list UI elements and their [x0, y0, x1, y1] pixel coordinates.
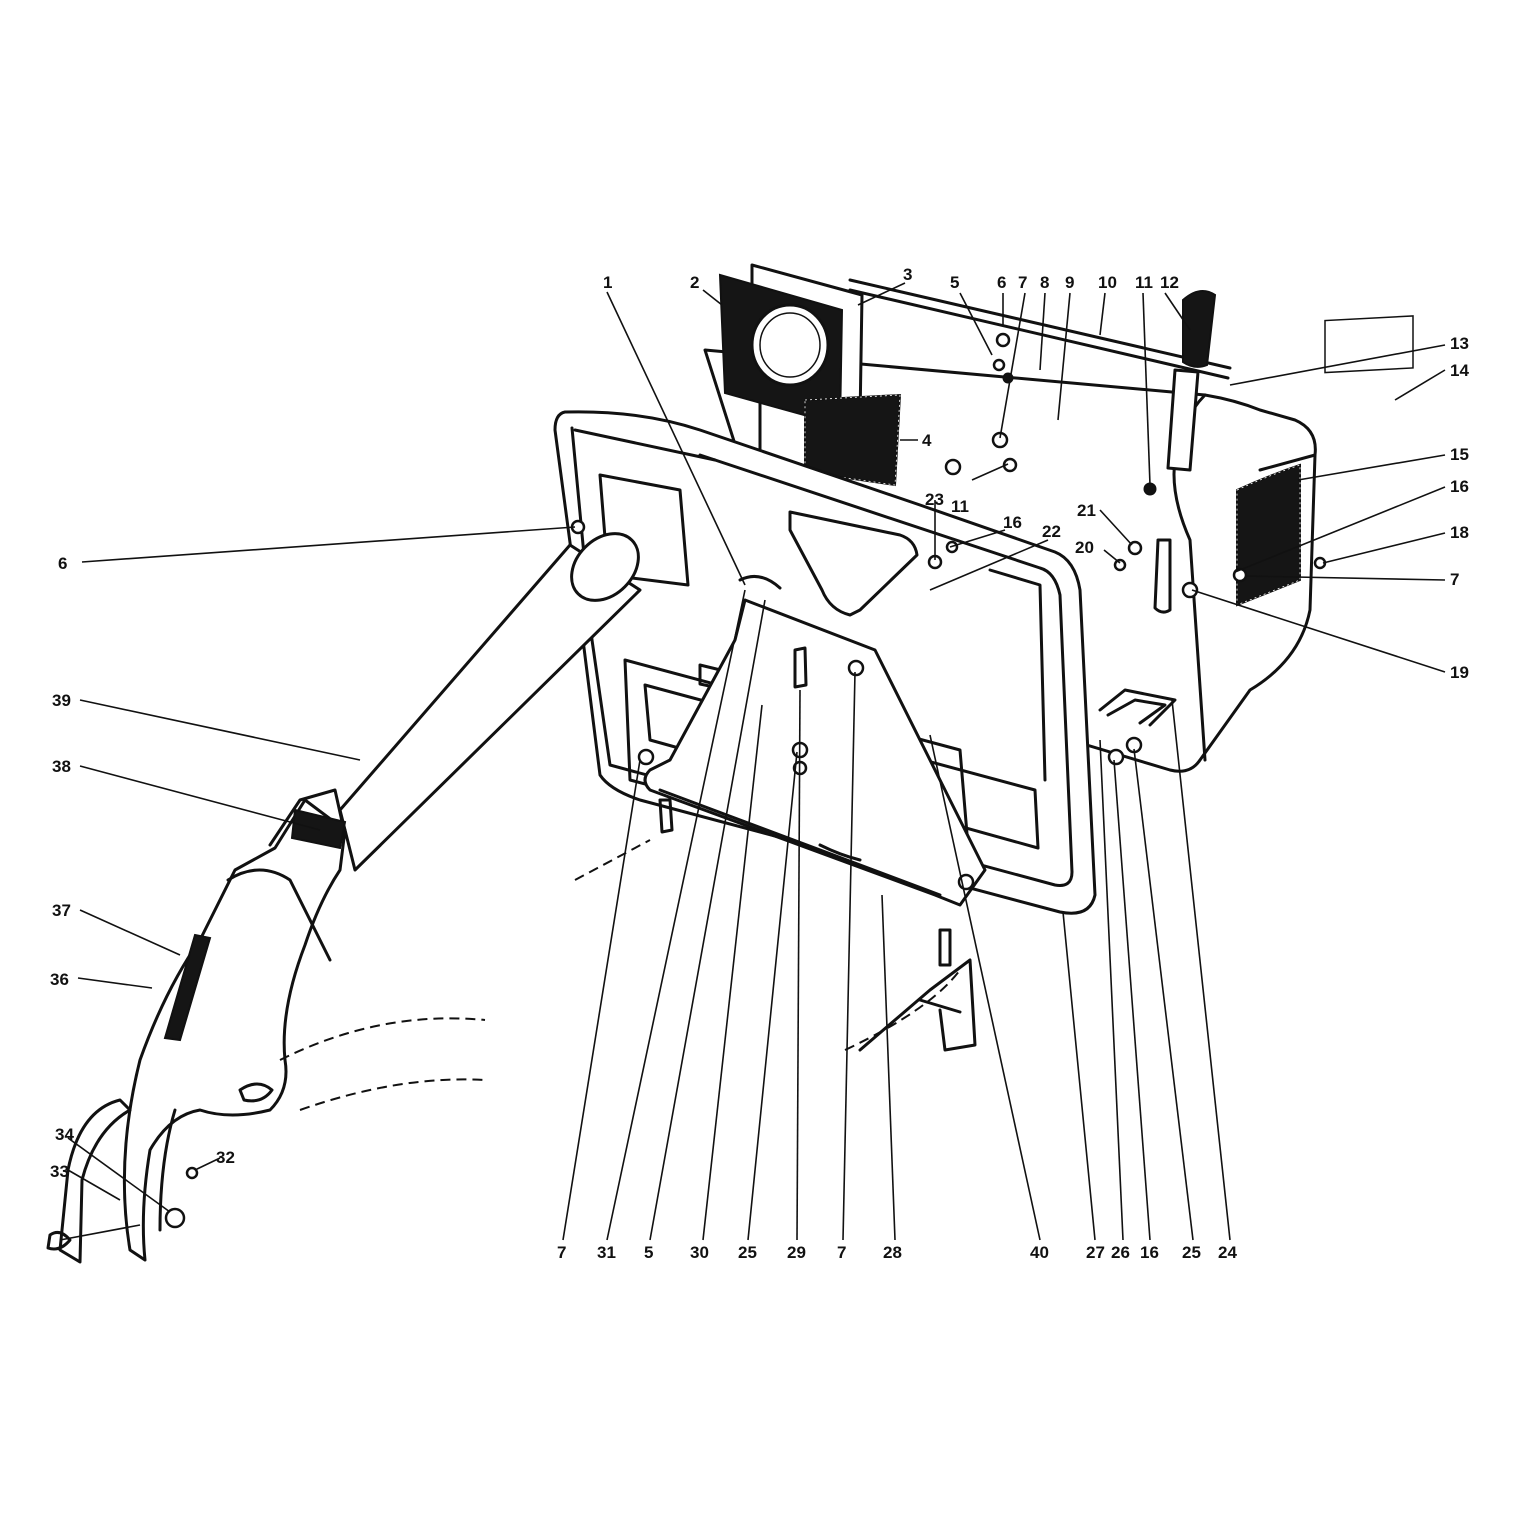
lower-mount-bracket — [858, 958, 977, 1052]
callout-7-top: 7 — [1018, 273, 1027, 292]
callout-labels: 1 2 3 4 5 6 7 8 9 10 11 12 13 14 15 16 1… — [50, 265, 1469, 1262]
callout-26: 26 — [1111, 1243, 1130, 1262]
deflector-flap — [46, 1098, 132, 1264]
mount-bracket — [643, 598, 987, 907]
callout-4: 4 — [922, 431, 932, 450]
callout-9: 9 — [1065, 273, 1074, 292]
callout-40: 40 — [1030, 1243, 1049, 1262]
callout-23: 23 — [925, 490, 944, 509]
callout-6-top: 6 — [997, 273, 1006, 292]
callout-28: 28 — [883, 1243, 902, 1262]
callout-5-bottom: 5 — [644, 1243, 653, 1262]
discharge-tube — [338, 532, 642, 872]
callout-39: 39 — [52, 691, 71, 710]
callout-16-right: 16 — [1450, 477, 1469, 496]
callout-21: 21 — [1077, 501, 1096, 520]
callout-6-left: 6 — [58, 554, 67, 573]
callout-25-bottom-a: 25 — [738, 1243, 757, 1262]
callout-7-right: 7 — [1450, 570, 1459, 589]
callout-22: 22 — [1042, 522, 1061, 541]
leader-lines — [59, 282, 1446, 1241]
callout-1: 1 — [603, 273, 612, 292]
callout-32: 32 — [216, 1148, 235, 1167]
callout-14: 14 — [1450, 361, 1469, 380]
callout-11-mid: 11 — [951, 497, 969, 516]
decal-plate — [1324, 315, 1414, 374]
callout-31: 31 — [597, 1243, 616, 1262]
callout-7-bottom-b: 7 — [837, 1243, 846, 1262]
screen-mesh — [804, 393, 902, 487]
callout-33: 33 — [50, 1162, 69, 1181]
side-grille — [1236, 463, 1301, 607]
hardware — [164, 332, 1327, 1229]
callout-12: 12 — [1160, 273, 1179, 292]
callout-13: 13 — [1450, 334, 1469, 353]
callout-30: 30 — [690, 1243, 709, 1262]
callout-20: 20 — [1075, 538, 1094, 557]
callout-27: 27 — [1086, 1243, 1105, 1262]
callout-38: 38 — [52, 757, 71, 776]
discharge-elbow — [122, 788, 347, 1262]
callout-5-top: 5 — [950, 273, 959, 292]
callout-10: 10 — [1098, 273, 1117, 292]
handle-grip — [1153, 290, 1217, 614]
callout-2: 2 — [690, 273, 699, 292]
callout-24: 24 — [1218, 1243, 1237, 1262]
callout-16-bottom: 16 — [1140, 1243, 1159, 1262]
callout-15: 15 — [1450, 445, 1469, 464]
mower-outline-phantom — [279, 839, 961, 1111]
u-bolt — [1098, 688, 1177, 727]
top-rod — [848, 278, 1232, 380]
callout-16-mid: 16 — [1003, 513, 1022, 532]
callout-37: 37 — [52, 901, 71, 920]
callout-18: 18 — [1450, 523, 1469, 542]
callout-7-bottom-a: 7 — [557, 1243, 566, 1262]
callout-29: 29 — [787, 1243, 806, 1262]
callout-11-top: 11 — [1135, 273, 1153, 292]
callout-34: 34 — [55, 1125, 74, 1144]
callout-36: 36 — [50, 970, 69, 989]
callout-8: 8 — [1040, 273, 1049, 292]
callout-3: 3 — [903, 265, 912, 284]
callout-19: 19 — [1450, 663, 1469, 682]
duct-plates — [718, 263, 864, 427]
callout-25-bottom-b: 25 — [1182, 1243, 1201, 1262]
